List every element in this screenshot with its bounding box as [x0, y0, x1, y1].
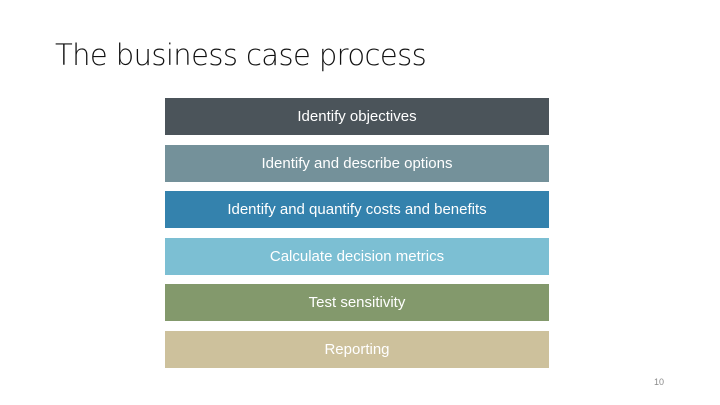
step-costs-benefits: Identify and quantify costs and benefits [165, 191, 549, 228]
process-steps: Identify objectives Identify and describ… [165, 98, 549, 368]
step-reporting: Reporting [165, 330, 549, 368]
page-number: 10 [653, 377, 664, 387]
step-identify-objectives: Identify objectives [165, 98, 549, 135]
step-decision-metrics: Calculate decision metrics [165, 237, 549, 275]
slide-title: The business case process [55, 38, 427, 72]
step-test-sensitivity: Test sensitivity [165, 284, 549, 321]
step-identify-options: Identify and describe options [165, 144, 549, 182]
